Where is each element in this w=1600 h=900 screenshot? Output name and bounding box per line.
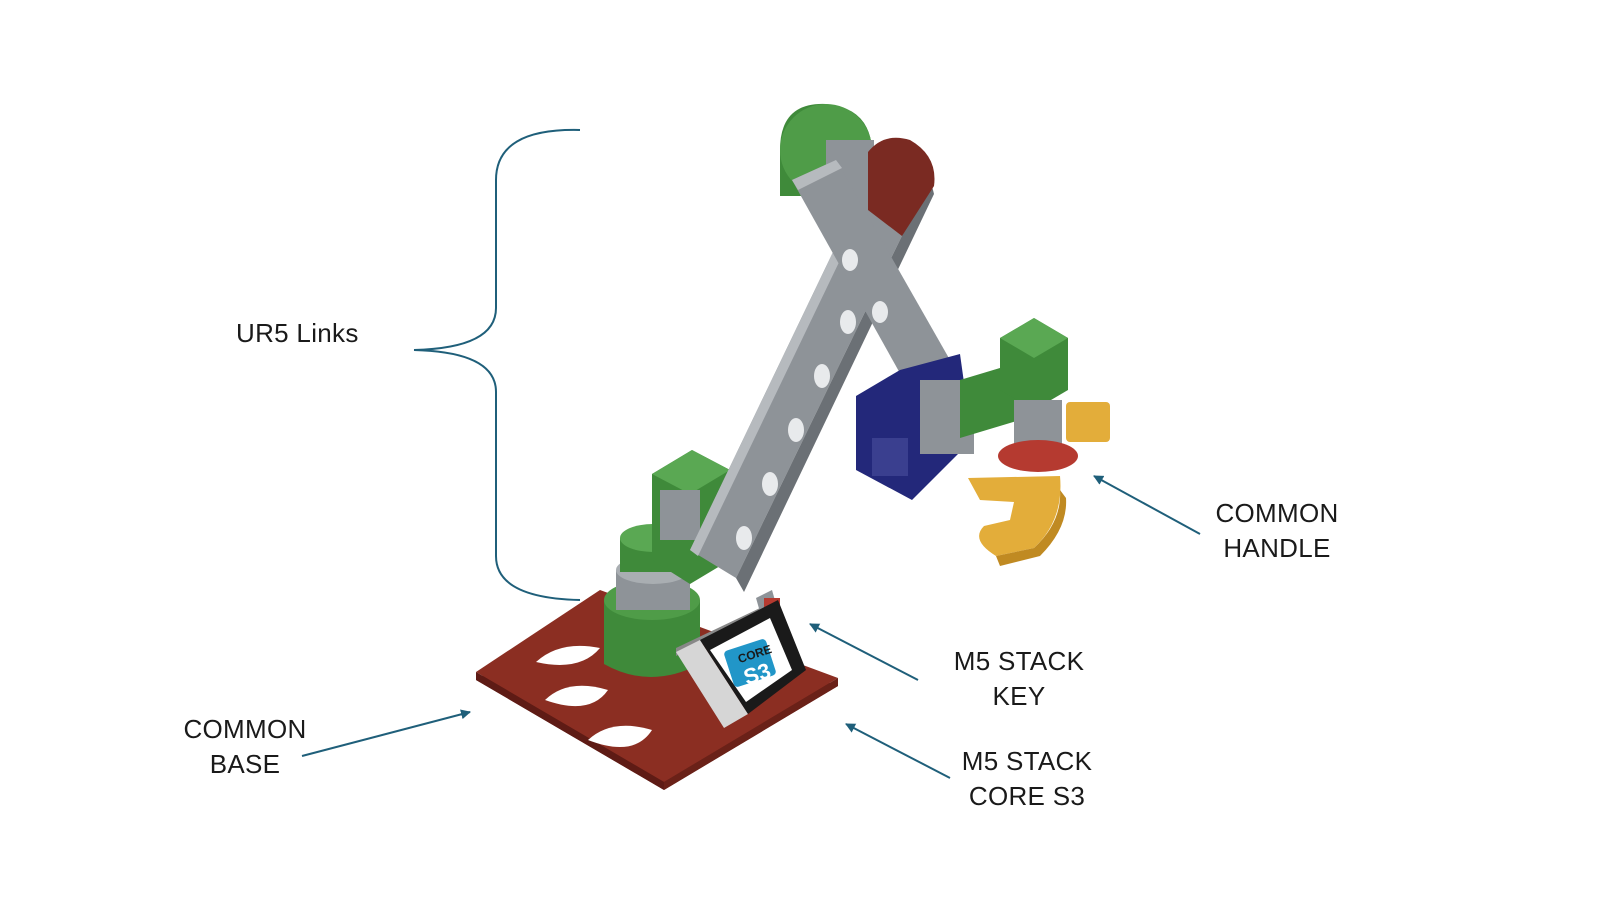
shoulder-motor xyxy=(652,450,730,584)
arrow-m5-stack-key xyxy=(809,623,919,681)
label-ur5-links: UR5 Links xyxy=(236,318,359,348)
label-common-base: COMMON BASE xyxy=(183,714,307,779)
upper-aluminum-link xyxy=(792,160,950,384)
label-m5-stack-core-s3: M5 STACK CORE S3 xyxy=(961,746,1093,811)
label-m5-stack-key: M5 STACK KEY xyxy=(953,646,1085,711)
m5-stack-core-s3-device: CORE S3 xyxy=(676,590,806,728)
wrist-assembly xyxy=(856,318,1110,500)
arrow-common-base xyxy=(301,709,471,757)
arrow-common-handle xyxy=(1093,475,1201,535)
common-handle xyxy=(968,476,1067,566)
ur5-links-brace xyxy=(413,128,581,601)
label-common-handle: COMMON HANDLE xyxy=(1215,498,1339,563)
arrow-m5-stack-core xyxy=(845,723,951,779)
common-base-plate xyxy=(476,590,838,790)
